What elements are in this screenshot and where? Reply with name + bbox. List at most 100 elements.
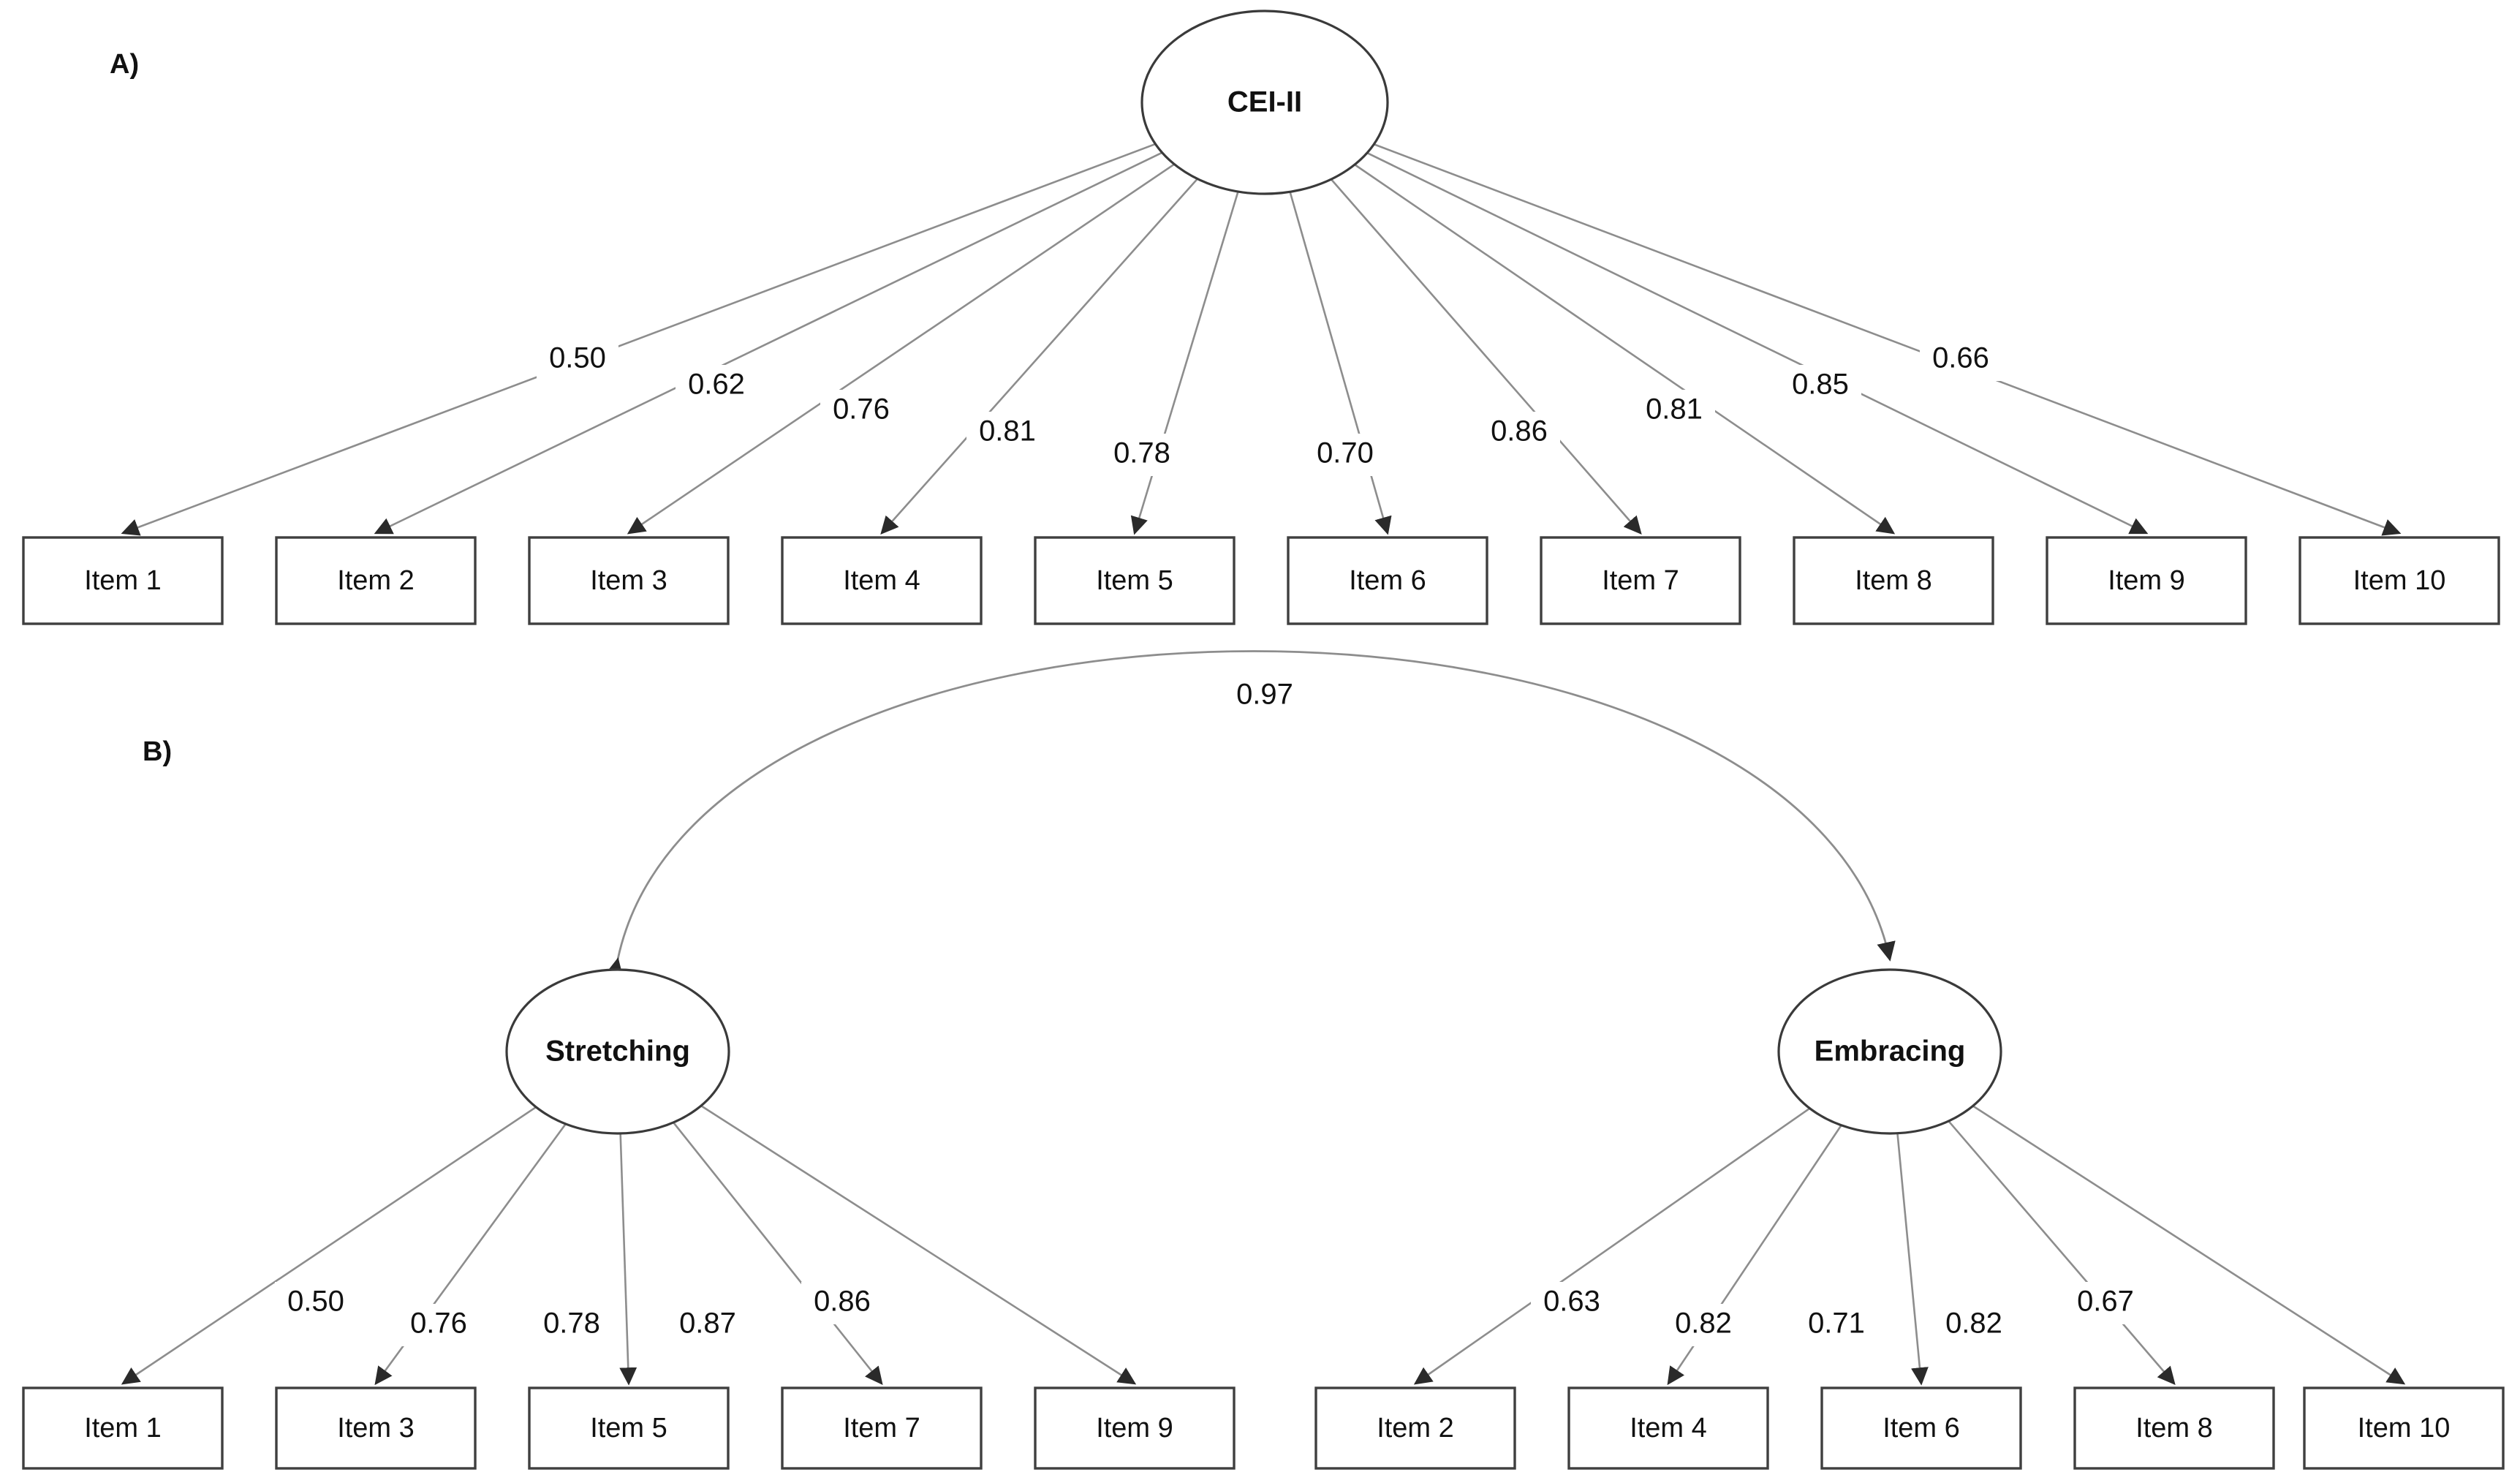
- item-node[interactable]: Item 5: [1034, 536, 1236, 625]
- item-node[interactable]: Item 2: [1314, 1386, 1516, 1470]
- loading-label-cei2-to-item-2: 0.62: [676, 365, 757, 407]
- loading-label-backing: [2065, 1282, 2146, 1324]
- item-label: Item 8: [2135, 1413, 2213, 1444]
- loading-path-cei2-to-item-6: [1289, 191, 1392, 535]
- item-label: Item 5: [590, 1413, 667, 1444]
- item-node[interactable]: Item 8: [2073, 1386, 2275, 1470]
- item-node[interactable]: Item 9: [1034, 1386, 1236, 1470]
- loading-label-backing: [1478, 412, 1560, 454]
- item-label: Item 7: [843, 1413, 920, 1444]
- latent-node-stretching[interactable]: Stretching: [505, 968, 730, 1135]
- item-node[interactable]: Item 8: [1793, 536, 1994, 625]
- item-box: [528, 536, 730, 625]
- loading-label-backing: [398, 1304, 480, 1346]
- item-box: [1820, 1386, 2022, 1470]
- loading-value-label: 0.70: [1317, 437, 1374, 469]
- item-label: Item 2: [337, 565, 415, 596]
- loading-label-cei2-to-item-4: 0.81: [966, 412, 1048, 454]
- loading-arrow: [619, 1133, 637, 1386]
- latent-node-embracing[interactable]: Embracing: [1777, 968, 2002, 1135]
- loading-value-label: 0.67: [2077, 1286, 2134, 1318]
- item-node[interactable]: Item 10: [2298, 536, 2500, 625]
- loading-arrow: [1289, 191, 1392, 535]
- item-box: [1034, 1386, 1236, 1470]
- loading-path-embracing-to-item-8: [1948, 1120, 2176, 1385]
- item-node[interactable]: Item 2: [275, 536, 477, 625]
- correlation-value-label: 0.97: [1236, 679, 1293, 711]
- loading-label-stretching-to-item-9: 0.86: [801, 1282, 883, 1324]
- correlation-arc-group: 0.97: [605, 650, 1896, 978]
- item-box: [1793, 536, 1994, 625]
- loading-label-backing: [676, 365, 757, 407]
- item-label: Item 1: [84, 1413, 162, 1444]
- loading-label-stretching-to-item-7: 0.87: [667, 1304, 749, 1346]
- loading-value-label: 0.82: [1675, 1307, 1732, 1340]
- item-node[interactable]: Item 7: [1540, 536, 1741, 625]
- item-label: Item 8: [1855, 565, 1932, 596]
- loading-label-cei2-to-item-9: 0.85: [1779, 365, 1861, 407]
- loading-path-embracing-to-item-2: [1413, 1107, 1811, 1385]
- loading-path-stretching-to-item-5: [619, 1133, 637, 1386]
- loading-label-backing: [537, 339, 618, 381]
- loading-path-cei2-to-item-8: [1354, 164, 1896, 535]
- loading-value-label: 0.86: [1491, 415, 1548, 448]
- loading-value-label: 0.86: [814, 1286, 871, 1318]
- panel-letter-label-b: B): [143, 736, 172, 767]
- correlation-label-backing: [1222, 674, 1307, 718]
- item-node[interactable]: Item 1: [22, 1386, 224, 1470]
- item-node[interactable]: Item 3: [275, 1386, 477, 1470]
- item-node[interactable]: Item 1: [22, 536, 224, 625]
- loading-path-embracing-to-item-10: [1972, 1105, 2406, 1385]
- item-box: [2303, 1386, 2505, 1470]
- item-node[interactable]: Item 10: [2303, 1386, 2505, 1470]
- loading-label-cei2-to-item-8: 0.81: [1633, 390, 1715, 432]
- loading-arrow: [1896, 1133, 1929, 1386]
- item-node[interactable]: Item 7: [781, 1386, 983, 1470]
- item-box: [781, 536, 983, 625]
- loading-label-backing: [1304, 434, 1386, 476]
- item-box: [528, 1386, 730, 1470]
- loading-path-cei2-to-item-3: [627, 163, 1176, 535]
- loading-value-label: 0.66: [1932, 342, 1989, 374]
- loading-path-cei2-to-item-9: [1366, 151, 2149, 535]
- loading-label-backing: [1101, 434, 1183, 476]
- item-box: [1540, 536, 1741, 625]
- panel-letter-label-a: A): [110, 49, 139, 80]
- item-node[interactable]: Item 9: [2046, 536, 2247, 625]
- item-label: Item 4: [843, 565, 920, 596]
- loading-path-stretching-to-item-7: [673, 1122, 883, 1386]
- latent-node-cei-ii[interactable]: CEI-II: [1140, 10, 1389, 195]
- item-node[interactable]: Item 5: [528, 1386, 730, 1470]
- loading-value-label: 0.78: [1113, 437, 1170, 469]
- loading-arrow: [121, 1106, 537, 1385]
- item-label: Item 3: [337, 1413, 415, 1444]
- latent-label-stretching: Stretching: [545, 1035, 690, 1068]
- loading-arrow: [673, 1122, 883, 1386]
- item-node[interactable]: Item 4: [1567, 1386, 1769, 1470]
- item-node[interactable]: Item 6: [1287, 536, 1488, 625]
- loading-label-backing: [1531, 1282, 1613, 1324]
- loading-value-label: 0.62: [688, 369, 745, 401]
- item-box: [1287, 536, 1488, 625]
- item-label: Item 3: [590, 565, 667, 596]
- loading-path-stretching-to-item-1: [121, 1106, 537, 1385]
- loading-label-backing: [1933, 1304, 2015, 1346]
- item-box: [1567, 1386, 1769, 1470]
- item-node[interactable]: Item 6: [1820, 1386, 2022, 1470]
- latent-ellipse-stretching: [505, 968, 730, 1135]
- item-label: Item 4: [1630, 1413, 1707, 1444]
- loading-value-label: 0.76: [410, 1307, 467, 1340]
- loading-label-backing: [966, 412, 1048, 454]
- item-node[interactable]: Item 3: [528, 536, 730, 625]
- loading-label-cei2-to-item-1: 0.50: [537, 339, 618, 381]
- loading-arrow: [1948, 1120, 2176, 1385]
- loading-label-stretching-to-item-5: 0.78: [531, 1304, 613, 1346]
- item-label: Item 5: [1096, 565, 1173, 596]
- loading-arrow: [121, 143, 1156, 536]
- item-box: [781, 1386, 983, 1470]
- loading-value-label: 0.63: [1543, 1286, 1600, 1318]
- loading-arrow: [627, 163, 1176, 535]
- item-node[interactable]: Item 4: [781, 536, 983, 625]
- item-box: [2298, 536, 2500, 625]
